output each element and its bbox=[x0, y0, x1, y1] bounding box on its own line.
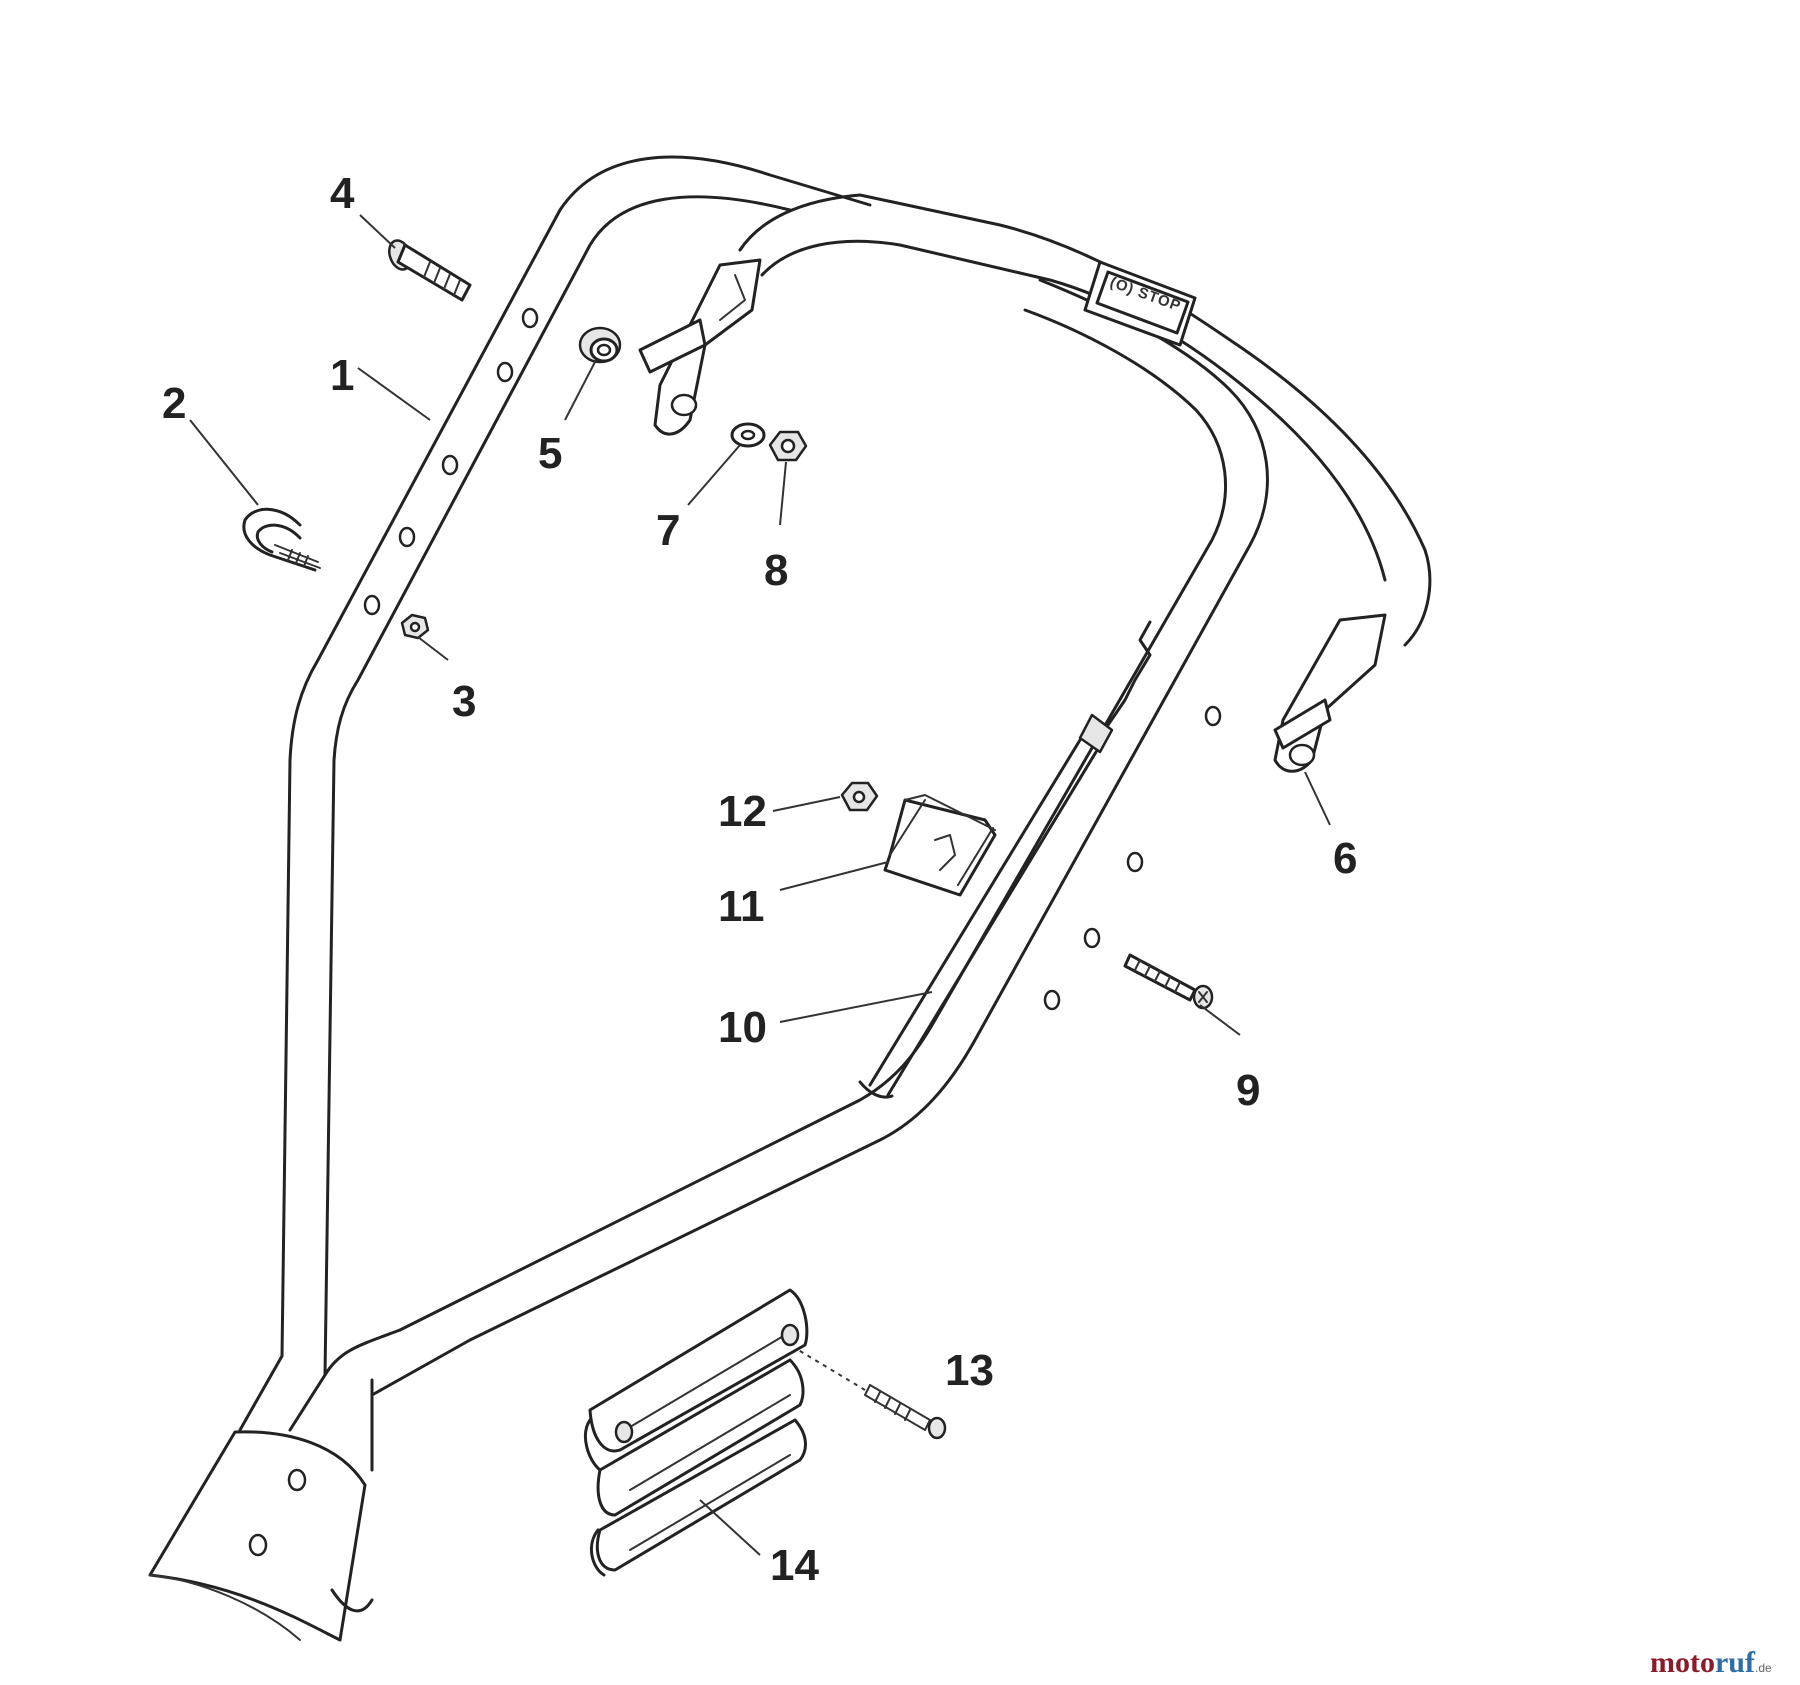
part-label-13: 13 bbox=[945, 1346, 994, 1395]
watermark-main-b: ruf bbox=[1715, 1646, 1756, 1679]
part-label-11: 11 bbox=[718, 882, 765, 931]
watermark-main-a: moto bbox=[1650, 1646, 1715, 1679]
part-2-clamp-bolt bbox=[242, 507, 321, 572]
watermark-logo: motoruf.de bbox=[1650, 1646, 1772, 1679]
lower-handle-frame bbox=[238, 155, 1269, 1472]
frame-foot-plate bbox=[148, 1430, 374, 1642]
watermark-suffix: .de bbox=[1755, 1661, 1772, 1675]
part-10-control-cable bbox=[858, 620, 1152, 1099]
part-13-screw bbox=[789, 1344, 947, 1440]
frame-holes-left bbox=[363, 307, 539, 616]
part-label-7: 7 bbox=[656, 506, 680, 555]
part-label-6: 6 bbox=[1333, 834, 1357, 883]
upper-handle-bar: (O) STOP bbox=[638, 193, 1432, 773]
part-label-1: 1 bbox=[330, 351, 354, 400]
part-label-5: 5 bbox=[538, 429, 562, 478]
part-label-3: 3 bbox=[452, 677, 476, 726]
part-11-cable-clip bbox=[883, 794, 997, 897]
part-number-labels: 1 2 3 4 5 6 7 8 9 10 11 12 13 14 bbox=[162, 169, 1357, 1590]
part-12-nut bbox=[840, 781, 879, 812]
leader-lines bbox=[189, 214, 1331, 1556]
frame-holes-right bbox=[1043, 705, 1222, 1011]
part-label-4: 4 bbox=[330, 169, 355, 218]
part-label-12: 12 bbox=[718, 787, 767, 836]
part-5-bushing bbox=[578, 326, 622, 364]
part-label-9: 9 bbox=[1236, 1066, 1260, 1115]
part-8-lock-nut bbox=[768, 430, 808, 462]
part-label-2: 2 bbox=[162, 379, 186, 428]
part-label-10: 10 bbox=[718, 1003, 767, 1052]
svg-text:motoruf.de: motoruf.de bbox=[1650, 1646, 1772, 1679]
part-3-nut bbox=[400, 613, 430, 640]
part-7-washer bbox=[730, 422, 766, 448]
part-14-cover-plate bbox=[584, 1288, 809, 1577]
part-label-8: 8 bbox=[764, 546, 788, 595]
part-9-screw bbox=[1123, 953, 1214, 1010]
part-4-bolt bbox=[388, 239, 472, 302]
part-label-14: 14 bbox=[770, 1541, 819, 1590]
